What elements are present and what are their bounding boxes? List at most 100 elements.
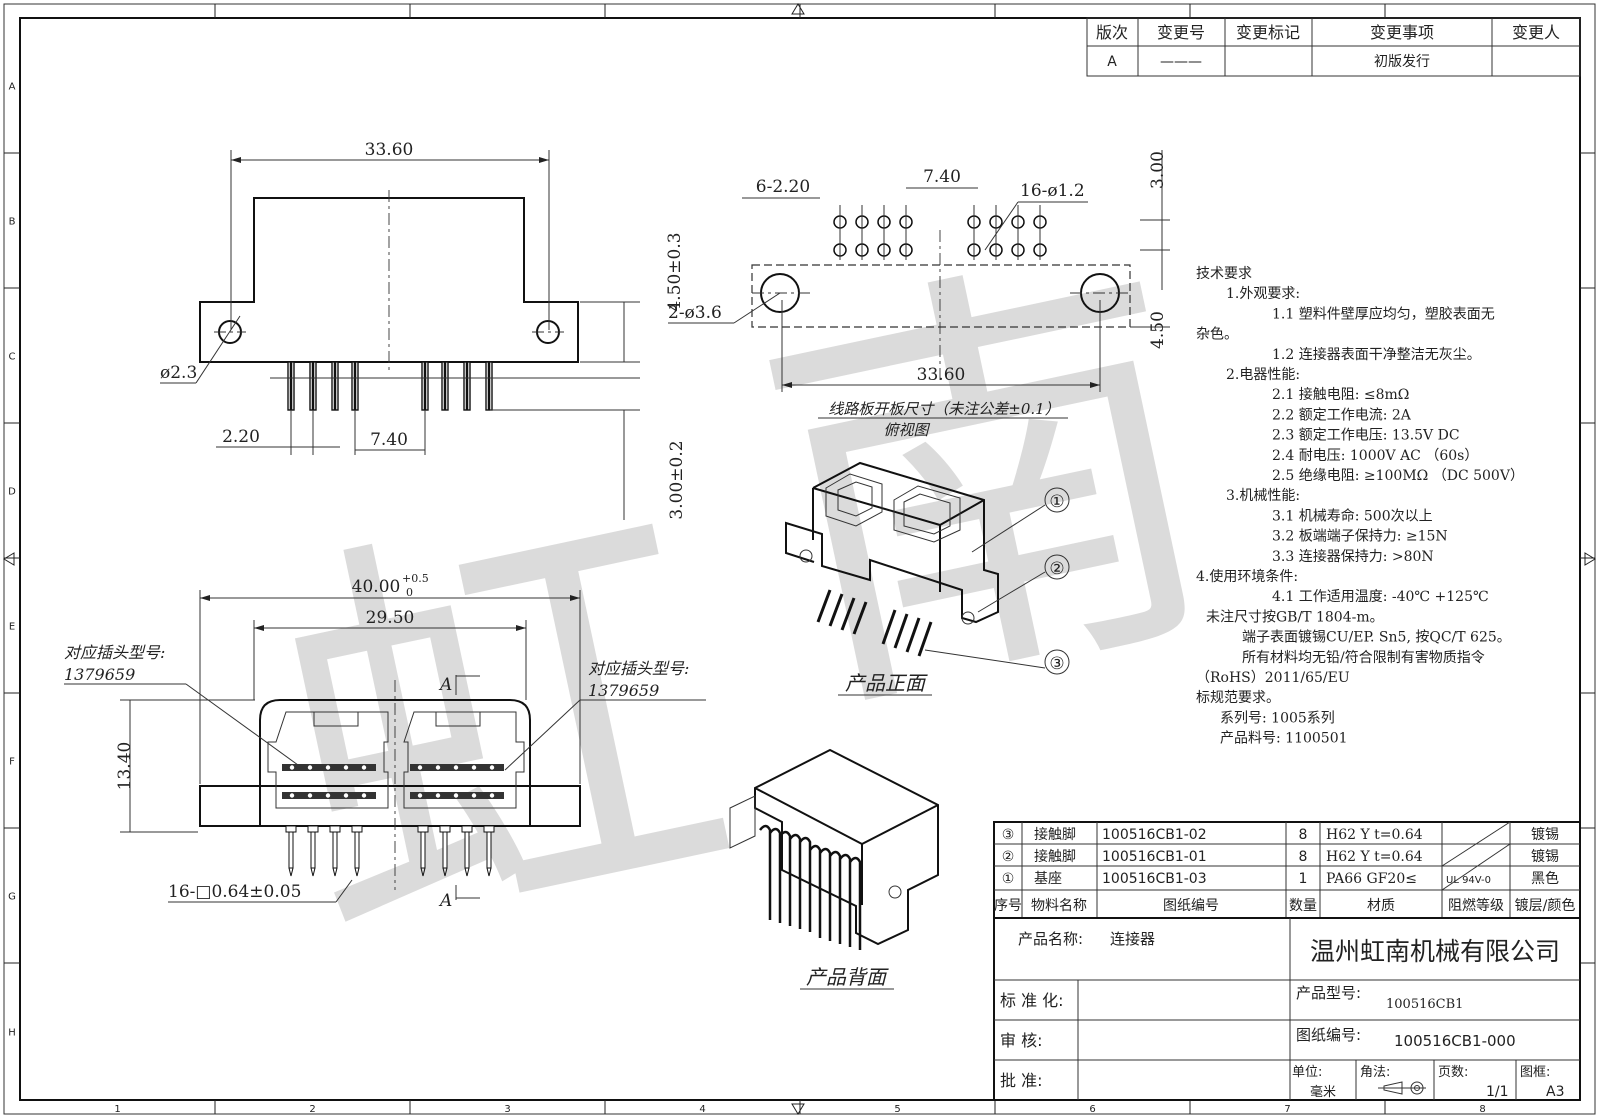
iso-back-pin	[759, 824, 772, 920]
contact-dot	[489, 765, 495, 770]
bom-header: 图纸编号	[1163, 898, 1219, 914]
pin-base	[285, 825, 297, 833]
bom-cell: 基座	[1034, 870, 1062, 887]
pin-body	[288, 831, 294, 869]
iso-back-pin	[789, 833, 802, 929]
page-label: 页数:	[1438, 1065, 1468, 1080]
tech-req-line: 系列号: 1005系列	[1220, 710, 1335, 726]
tech-req-line: 1.外观要求:	[1226, 286, 1300, 302]
tech-req-line: 未注尺寸按GB/T 1804-m。	[1206, 609, 1384, 625]
tech-req-line: 1.1 塑料件壁厚应均匀，塑胶表面无	[1272, 305, 1495, 322]
dim-front-pin-square: 16-□0.64±0.05	[168, 882, 301, 902]
callout-2: ②	[1049, 559, 1064, 579]
grid-row-label: G	[8, 892, 16, 903]
dim-top-span: 33.60	[917, 365, 966, 385]
rev-row-item: 初版发行	[1374, 53, 1430, 70]
bom-cell: 8	[1299, 827, 1308, 843]
contact-dot	[417, 793, 423, 798]
bom-cell: H62 Y t=0.64	[1326, 849, 1423, 865]
unit-value: 毫米	[1310, 1084, 1336, 1100]
pin-body	[420, 831, 426, 869]
grid-col-label: 5	[894, 1104, 900, 1115]
bom-cell: PA66 GF20≤	[1326, 871, 1417, 887]
title-block: 产品名称: 连接器 温州虹南机械有限公司 标 准 化: 审 核: 批 准: 产品…	[993, 917, 1581, 1101]
contact-dot	[325, 793, 331, 798]
product-name: 连接器	[1110, 930, 1155, 948]
watermark-char-1: 虹	[239, 443, 764, 1021]
contact-dot	[435, 793, 441, 798]
pin-tip	[288, 867, 294, 877]
page-value: 1/1	[1486, 1084, 1509, 1100]
tech-req-line: （RoHS）2011/65/EU	[1196, 670, 1350, 686]
section-mark-top: A	[438, 675, 452, 695]
pin-body	[486, 831, 492, 869]
dim-side-pin-pitch: 2.20	[222, 427, 260, 447]
pin-tip	[310, 867, 316, 877]
tech-req-line: 2.3 额定工作电压: 13.5V DC	[1272, 428, 1460, 444]
top-view-caption-2: 俯视图	[883, 421, 930, 439]
contact-dot	[307, 765, 313, 770]
iso-back-pin	[809, 844, 822, 938]
iso-pin	[840, 597, 856, 631]
tech-req-line: 2.1 接触电阻: ≤8mΩ	[1272, 386, 1409, 403]
pin-body	[332, 831, 338, 869]
contact-dot	[435, 765, 441, 770]
tech-req-line: 端子表面镀锡CU/EP. Sn5, 按QC/T 625。	[1242, 629, 1511, 646]
pin-tip	[464, 867, 470, 877]
pin-tip	[486, 867, 492, 877]
dim-front-overall-tol-top: +0.5	[402, 572, 429, 585]
bom-cell: UL 94V-0	[1446, 875, 1491, 886]
tech-req-line: 标规范要求。	[1196, 689, 1280, 706]
product-name-label: 产品名称:	[1018, 930, 1083, 948]
iso-back-pin	[819, 847, 832, 941]
dim-side-hole-dia: ø2.3	[160, 363, 197, 383]
dim-front-overall-tol-bot: 0	[406, 586, 413, 599]
iso-pin	[917, 621, 933, 657]
section-mark-bottom: A	[438, 891, 452, 911]
pin-body	[442, 831, 448, 869]
bom-cell: ①	[1002, 871, 1015, 887]
dim-top-pin-holes: 16-ø1.2	[1020, 181, 1085, 201]
bom-header: 镀层/颜色	[1515, 897, 1576, 914]
rev-header-changer: 变更人	[1512, 23, 1560, 42]
rev-header-version: 版次	[1096, 23, 1128, 42]
grid-row-label: E	[9, 622, 15, 633]
tech-req-line: 4.1 工作适用温度: -40℃ +125℃	[1272, 589, 1489, 605]
bom-header: 序号	[994, 898, 1022, 914]
pin-body	[354, 831, 360, 869]
tech-req-line: 4.使用环境条件:	[1196, 568, 1298, 585]
bom-cell: 接触脚	[1034, 848, 1076, 865]
front-note-right-label: 对应插头型号:	[588, 659, 689, 678]
pin-tip	[442, 867, 448, 877]
angle-label: 角法:	[1360, 1065, 1390, 1080]
dim-side-pin-length: 3.00±0.2	[667, 440, 687, 519]
bom-header: 数量	[1289, 898, 1317, 914]
contact-dot	[471, 765, 477, 770]
rev-row-change-no: ———	[1160, 54, 1202, 70]
drawing-frame	[3, 3, 1596, 1115]
dim-front-height: 13.40	[115, 742, 135, 791]
tech-req-line: 2.电器性能:	[1226, 367, 1300, 383]
bom-cell: 100516CB1-02	[1102, 827, 1207, 843]
grid-row-label: B	[9, 217, 16, 228]
contact-dot	[343, 793, 349, 798]
bom-cell: 8	[1299, 849, 1308, 865]
pin-base	[439, 825, 451, 833]
dim-top-edge: 4.50	[1148, 311, 1168, 349]
front-view-contacts	[282, 764, 504, 799]
bom-cell: H62 Y t=0.64	[1326, 827, 1423, 843]
pin-base	[329, 825, 341, 833]
dim-top-mount-holes: 2-ø3.6	[668, 303, 722, 323]
front-note-right-value: 1379659	[588, 681, 659, 700]
iso-pin	[881, 609, 897, 645]
callout-1: ①	[1049, 492, 1064, 512]
iso-front-caption: 产品正面	[845, 671, 928, 695]
tech-req-line: 1.2 连接器表面干净整洁无灰尘。	[1272, 346, 1481, 363]
bom-cell: 镀锡	[1531, 826, 1559, 843]
dim-top-pitch-holes: 6-2.20	[756, 177, 810, 197]
dim-top-row-gap: 3.00	[1148, 151, 1168, 189]
contact-dot	[307, 793, 313, 798]
grid-col-label: 2	[309, 1104, 315, 1115]
